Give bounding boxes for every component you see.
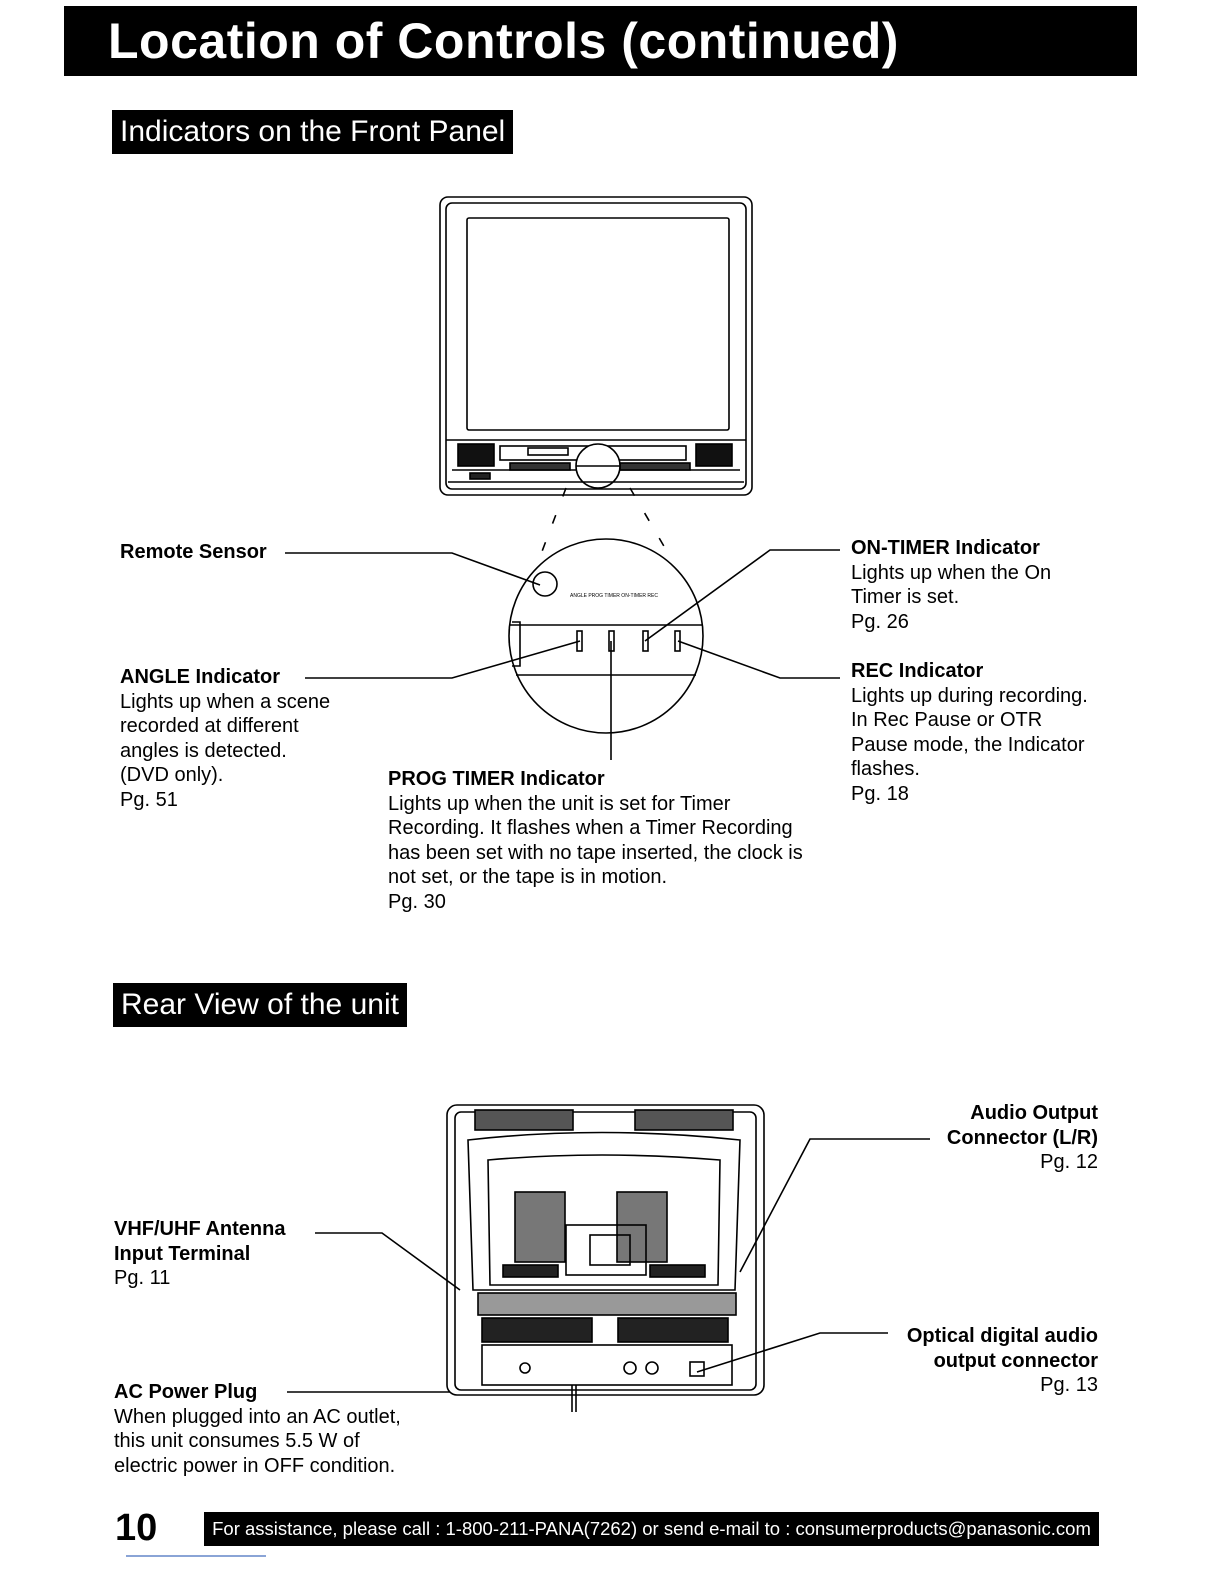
angle-line-2: recorded at different [120, 715, 299, 737]
prog-title: PROG TIMER Indicator [388, 768, 605, 790]
rec-line-2: In Rec Pause or OTR [851, 709, 1043, 731]
section-heading-rear-view: Rear View of the unit [113, 983, 407, 1027]
angle-line-3: angles is detected. [120, 739, 287, 762]
audio-line-1: Audio Output [970, 1102, 1098, 1124]
title-bar [64, 6, 1137, 76]
audio-page: Pg. 12 [1040, 1151, 1098, 1173]
ontimer-page: Pg. 26 [851, 610, 909, 633]
ac-line-2: this unit consumes 5.5 W of [114, 1430, 360, 1452]
tv-front-illustration [439, 196, 753, 496]
label-remote-sensor: Remote Sensor [120, 540, 267, 565]
page-title: Location of Controls (continued) [108, 13, 899, 69]
prog-line-4: not set, or the tape is in motion. [388, 866, 668, 888]
label-ac-power-plug: AC Power Plug When plugged into an AC ou… [114, 1380, 401, 1478]
ac-line-1: When plugged into an AC outlet, [114, 1405, 401, 1428]
antenna-line-2: Input Terminal [114, 1242, 251, 1265]
ontimer-title: ON-TIMER Indicator [851, 537, 1040, 559]
assistance-bar: For assistance, please call : 1-800-211-… [204, 1512, 1099, 1546]
page-number: 10 [115, 1507, 158, 1549]
angle-line-4: (DVD only). [120, 764, 224, 786]
optical-line-1: Optical digital audio [906, 1325, 1098, 1347]
rec-line-1: Lights up during recording. [851, 684, 1088, 707]
label-prog-timer-indicator: PROG TIMER Indicator Lights up when the … [388, 767, 803, 914]
prog-line-1: Lights up when the unit is set for Timer [388, 792, 731, 815]
optical-line-2: output connector [933, 1349, 1098, 1372]
label-on-timer-indicator: ON-TIMER Indicator Lights up when the On… [851, 536, 1051, 634]
ac-line-3: electric power in OFF condition. [114, 1454, 396, 1477]
label-audio-output: Audio Output Connector (L/R) Pg. 12 [947, 1101, 1098, 1175]
rec-line-4: flashes. [851, 758, 920, 780]
rec-page: Pg. 18 [851, 782, 909, 805]
remote-sensor-title: Remote Sensor [120, 541, 267, 563]
label-rec-indicator: REC Indicator Lights up during recording… [851, 659, 1088, 806]
label-angle-indicator: ANGLE Indicator Lights up when a scene r… [120, 665, 330, 812]
audio-line-2: Connector (L/R) [946, 1126, 1098, 1149]
tv-rear-illustration [446, 1104, 765, 1412]
bottom-rule [126, 1555, 266, 1557]
angle-line-1: Lights up when a scene [120, 690, 331, 713]
ontimer-line-1: Lights up when the On [851, 561, 1052, 584]
antenna-page: Pg. 11 [114, 1267, 171, 1289]
rec-line-3: Pause mode, the Indicator [851, 733, 1085, 756]
label-optical-output: Optical digital audio output connector P… [907, 1324, 1098, 1398]
prog-line-3: has been set with no tape inserted, the … [388, 841, 803, 864]
prog-page: Pg. 30 [388, 890, 446, 913]
prog-line-2: Recording. It flashes when a Timer Recor… [388, 817, 793, 839]
ontimer-line-2: Timer is set. [851, 586, 960, 608]
angle-page: Pg. 51 [120, 788, 178, 811]
ac-title: AC Power Plug [114, 1381, 258, 1403]
panel-tiny-labels: ANGLE PROG TIMER ON-TIMER REC [570, 593, 658, 599]
section-heading-front-panel: Indicators on the Front Panel [112, 110, 514, 154]
label-antenna-terminal: VHF/UHF Antenna Input Terminal Pg. 11 [114, 1217, 285, 1291]
optical-page: Pg. 13 [1040, 1374, 1098, 1396]
antenna-line-1: VHF/UHF Antenna [114, 1218, 286, 1240]
rec-title: REC Indicator [851, 660, 984, 682]
magnified-indicator-panel [508, 538, 704, 734]
angle-title: ANGLE Indicator [120, 666, 281, 688]
